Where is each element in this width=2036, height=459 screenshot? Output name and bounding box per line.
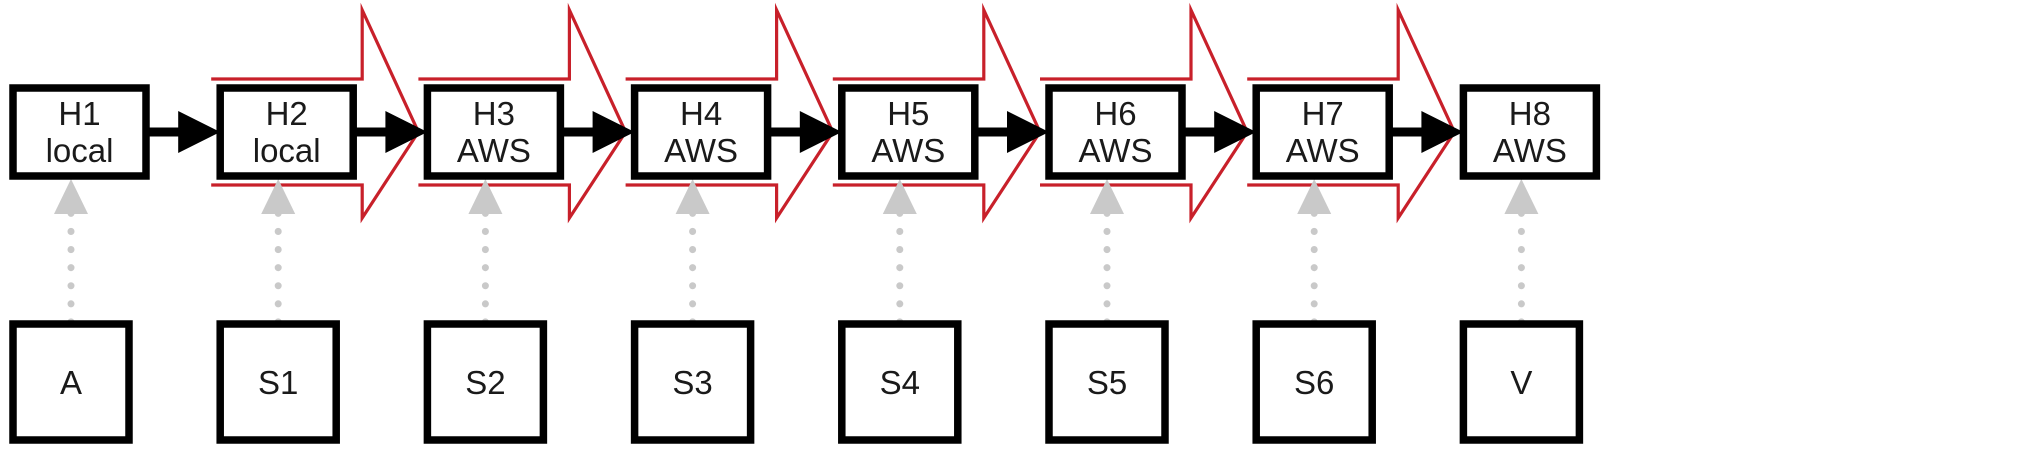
handler-box-title: H4: [680, 95, 722, 132]
handler-box-outline: [1459, 84, 1601, 180]
input-box-outline: [630, 320, 755, 444]
input-box-outline: [1045, 320, 1169, 444]
handler-box-title: H8: [1509, 95, 1551, 132]
input-box-label: S3: [672, 364, 712, 401]
flow-arrow-head: [385, 111, 428, 153]
flow-arrow-h3-h4: [560, 111, 635, 153]
dotted-arrow-s4-h5: [882, 179, 917, 326]
input-box-outline: [216, 320, 340, 444]
dotted-arrow-s3-h4: [675, 179, 710, 326]
dotted-arrow-head: [261, 179, 296, 214]
dotted-arrow-s2-h3: [468, 179, 503, 326]
input-box-label: S2: [465, 364, 505, 401]
input-box-s4[interactable]: S4: [838, 320, 962, 444]
input-box-label: A: [60, 364, 82, 401]
flow-arrow-layer: [146, 111, 1464, 153]
flow-arrow-head: [1214, 111, 1257, 153]
input-box-label: S1: [258, 364, 298, 401]
flow-arrow-h5-h6: [974, 111, 1049, 153]
flow-arrow-h2-h3: [353, 111, 428, 153]
input-box-s3[interactable]: S3: [630, 320, 755, 444]
handler-box-outline: [838, 84, 979, 180]
input-box-outline: [9, 320, 133, 444]
handler-box-outline: [1045, 84, 1186, 180]
handler-box-title: H3: [473, 95, 515, 132]
handler-box-outline: [630, 84, 772, 180]
flow-arrow-h4-h5: [767, 111, 842, 153]
flow-arrow-head: [799, 111, 842, 153]
handler-box-title: H7: [1302, 95, 1344, 132]
input-box-label: S4: [880, 364, 920, 401]
dotted-arrow-v-h8: [1504, 179, 1539, 326]
flow-arrow-head: [592, 111, 635, 153]
dotted-arrow-a-h1: [54, 179, 88, 326]
flow-arrow-h6-h7: [1182, 111, 1257, 153]
input-box-layer: A S1 S2 S3 S4 S5 S6 V: [9, 320, 1584, 444]
dotted-arrow-s1-h2: [261, 179, 296, 326]
flow-arrow-h1-h2: [146, 111, 221, 153]
dotted-arrow-head: [675, 179, 710, 214]
dotted-arrow-head: [468, 179, 503, 214]
handler-box-subtitle: local: [46, 132, 114, 169]
input-box-a[interactable]: A: [9, 320, 133, 444]
handler-box-subtitle: AWS: [871, 132, 945, 169]
dotted-arrow-head: [1504, 179, 1539, 214]
input-box-label: S6: [1294, 364, 1334, 401]
handler-box-outline: [9, 84, 150, 180]
dotted-arrow-layer: [54, 179, 1539, 326]
input-box-s5[interactable]: S5: [1045, 320, 1169, 444]
flow-arrow-head: [1007, 111, 1049, 153]
flow-arrow-head: [178, 111, 221, 153]
input-box-outline: [1459, 320, 1584, 444]
handler-box-outline: [216, 84, 357, 180]
handler-box-subtitle: AWS: [1079, 132, 1153, 169]
dotted-arrow-s5-h6: [1090, 179, 1124, 326]
handler-box-subtitle: local: [253, 132, 321, 169]
dotted-arrow-head: [1297, 179, 1332, 214]
handler-box-subtitle: AWS: [457, 132, 531, 169]
input-box-outline: [423, 320, 548, 444]
input-box-s6[interactable]: S6: [1252, 320, 1376, 444]
flow-arrow-h7-h8: [1389, 111, 1464, 153]
dotted-arrow-head: [882, 179, 917, 214]
handler-box-subtitle: AWS: [664, 132, 738, 169]
dotted-arrow-head: [54, 179, 88, 214]
input-box-s2[interactable]: S2: [423, 320, 548, 444]
input-box-label: V: [1510, 364, 1532, 401]
input-box-outline: [1252, 320, 1376, 444]
input-box-v[interactable]: V: [1459, 320, 1584, 444]
input-box-outline: [838, 320, 962, 444]
input-box-s1[interactable]: S1: [216, 320, 340, 444]
handler-box-subtitle: AWS: [1286, 132, 1360, 169]
dotted-arrow-head: [1090, 179, 1124, 214]
handler-box-subtitle: AWS: [1493, 132, 1567, 169]
handler-box-outline: [423, 84, 565, 180]
dotted-arrow-s6-h7: [1297, 179, 1332, 326]
flow-arrow-head: [1421, 111, 1464, 153]
handler-box-outline: [1252, 84, 1393, 180]
handler-box-title: H2: [266, 95, 308, 132]
handler-box-title: H1: [58, 95, 100, 132]
handler-box-title: H6: [1094, 95, 1136, 132]
handler-box-title: H5: [887, 95, 929, 132]
input-box-label: S5: [1087, 364, 1127, 401]
handler-box-layer: H1localH2localH3AWSH4AWSH5AWSH6AWSH7AWSH…: [9, 84, 1601, 180]
